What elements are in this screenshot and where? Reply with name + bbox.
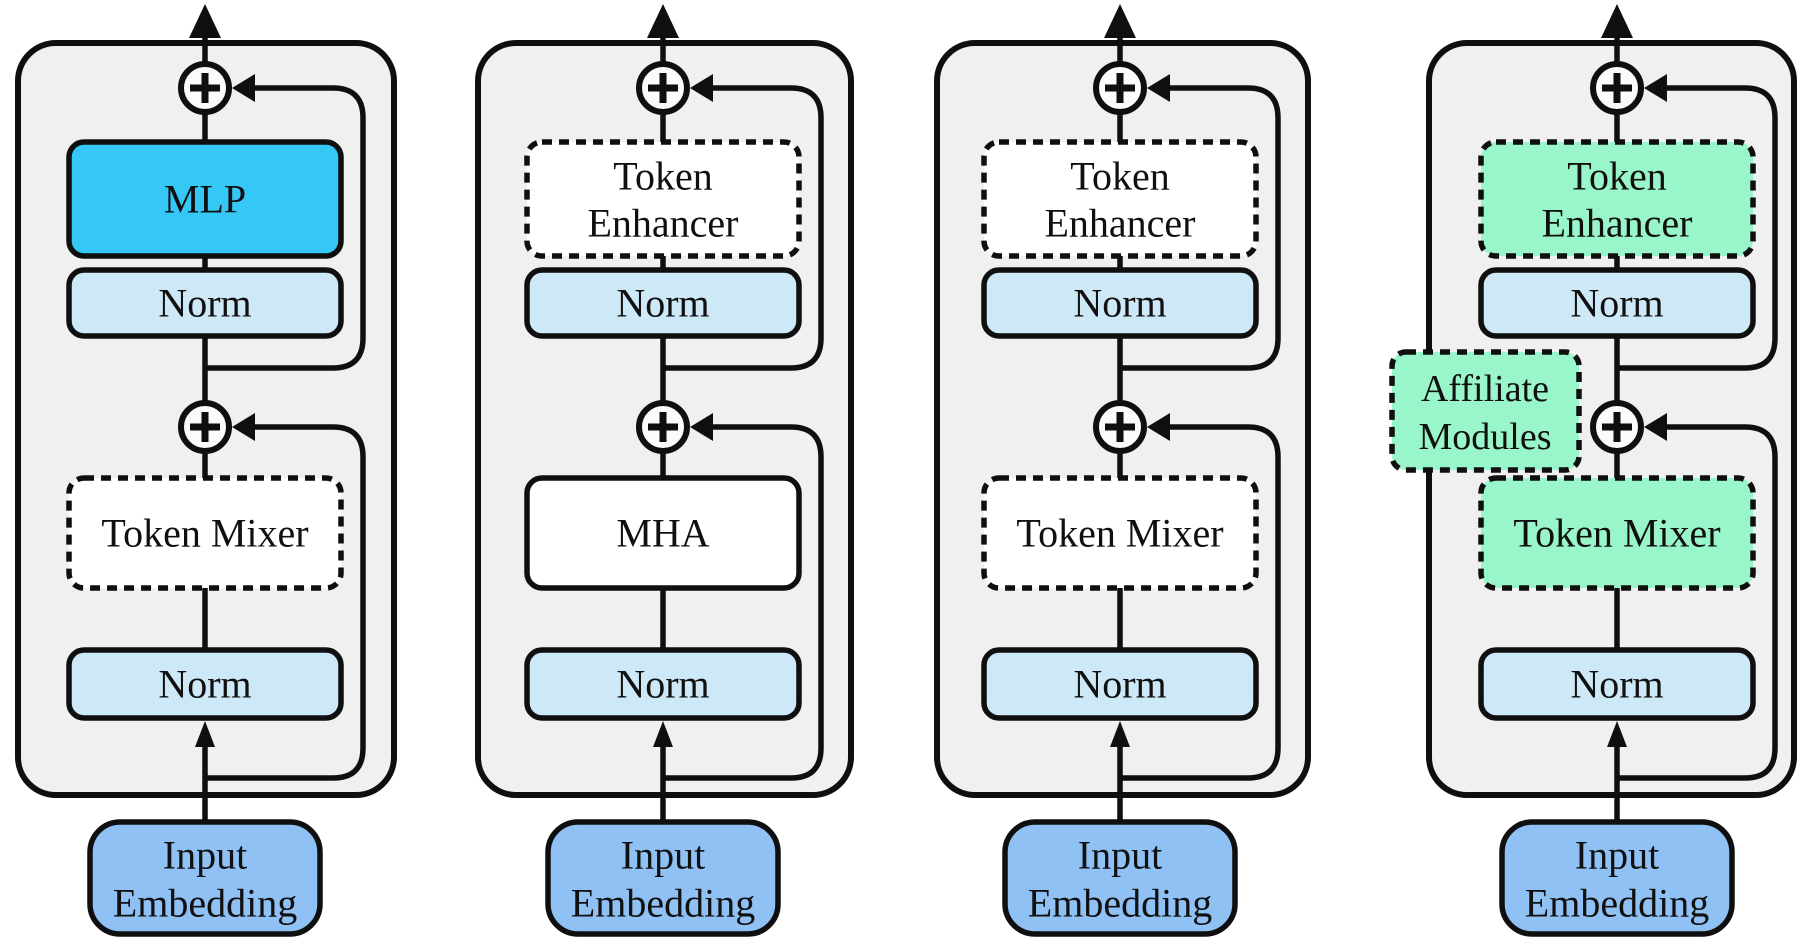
input-embedding-box [87, 819, 323, 937]
lower-skip-connection-line [663, 424, 824, 781]
block-column-1: MLP Norm Token Mixer Norm Input Embeddin… [15, 4, 397, 937]
token-enhancer-label: Token [1567, 154, 1666, 199]
input-embedding-label: Input [1575, 833, 1659, 878]
norm-box [66, 647, 344, 721]
input-embedding-box [1499, 819, 1735, 937]
output-arrowhead-icon [189, 4, 221, 38]
residual-add-icon [1590, 61, 1644, 115]
input-embedding-box [1002, 819, 1238, 937]
upper-skip-connection-line [205, 85, 366, 371]
upper-skip-arrowhead-icon [690, 74, 713, 102]
token-mixer-label: Token Mixer [1513, 511, 1720, 556]
block-column-4: Token Enhancer Norm Token Mixer Norm Inp… [1389, 4, 1797, 937]
lower-skip-arrowhead-icon [232, 413, 255, 441]
lower-skip-arrowhead-icon [1147, 413, 1170, 441]
input-arrowhead-icon [195, 721, 215, 747]
norm-label: Norm [1570, 281, 1663, 326]
output-arrowhead-icon [647, 4, 679, 38]
token-enhancer-label: Token [613, 154, 712, 199]
upper-skip-arrowhead-icon [1644, 74, 1667, 102]
lower-skip-arrowhead-icon [1644, 413, 1667, 441]
token-enhancer-box [981, 139, 1259, 259]
block-column-3: Token Enhancer Norm Token Mixer Norm Inp… [934, 4, 1311, 937]
mha-box [524, 475, 802, 591]
token-mixer-label: Token Mixer [101, 511, 308, 556]
norm-box [981, 647, 1259, 721]
mlp-box [66, 139, 344, 259]
token-mixer-box [66, 475, 344, 591]
lower-skip-arrowhead-icon [690, 413, 713, 441]
residual-add-icon [178, 400, 232, 454]
token-enhancer-label: Token [1070, 154, 1169, 199]
mlp-label: MLP [164, 177, 246, 222]
norm-label: Norm [1073, 281, 1166, 326]
mha-label: MHA [616, 511, 709, 556]
token-mixer-box [981, 475, 1259, 591]
norm-box [524, 647, 802, 721]
token-enhancer-label: Enhancer [587, 201, 738, 246]
lower-skip-connection-line [1617, 424, 1778, 781]
upper-skip-connection-line [663, 85, 824, 371]
affiliate-modules-label: Modules [1419, 416, 1552, 458]
affiliate-modules-label: Affiliate [1421, 368, 1549, 410]
norm-label: Norm [158, 281, 251, 326]
block-column-2: Token Enhancer Norm MHA Norm Input Embed… [475, 4, 854, 937]
residual-add-icon [1093, 61, 1147, 115]
token-enhancer-box [1478, 139, 1756, 259]
lower-skip-connection-line [1120, 424, 1281, 781]
norm-label: Norm [1073, 662, 1166, 707]
input-arrowhead-icon [1607, 721, 1627, 747]
norm-box [981, 267, 1259, 339]
residual-add-icon [178, 61, 232, 115]
norm-box [1478, 267, 1756, 339]
token-enhancer-label: Enhancer [1541, 201, 1692, 246]
upper-skip-arrowhead-icon [232, 74, 255, 102]
norm-box [66, 267, 344, 339]
input-embedding-label: Input [1078, 833, 1162, 878]
input-embedding-label: Embedding [1525, 881, 1709, 926]
input-embedding-label: Embedding [571, 881, 755, 926]
token-mixer-box [1478, 475, 1756, 591]
token-mixer-label: Token Mixer [1016, 511, 1223, 556]
norm-label: Norm [1570, 662, 1663, 707]
output-arrowhead-icon [1104, 4, 1136, 38]
residual-add-icon [636, 400, 690, 454]
input-embedding-label: Input [163, 833, 247, 878]
norm-label: Norm [158, 662, 251, 707]
input-embedding-label: Input [621, 833, 705, 878]
upper-skip-arrowhead-icon [1147, 74, 1170, 102]
input-arrowhead-icon [1110, 721, 1130, 747]
norm-box [524, 267, 802, 339]
norm-label: Norm [616, 662, 709, 707]
affiliate-modules-box [1389, 349, 1582, 473]
residual-add-icon [1093, 400, 1147, 454]
lower-skip-connection-line [205, 424, 366, 781]
input-embedding-box [545, 819, 781, 937]
token-enhancer-label: Enhancer [1044, 201, 1195, 246]
upper-skip-connection-line [1617, 85, 1778, 371]
input-arrowhead-icon [653, 721, 673, 747]
output-arrowhead-icon [1601, 4, 1633, 38]
input-embedding-label: Embedding [1028, 881, 1212, 926]
residual-add-icon [1590, 400, 1644, 454]
residual-add-icon [636, 61, 690, 115]
norm-label: Norm [616, 281, 709, 326]
token-enhancer-box [524, 139, 802, 259]
upper-skip-connection-line [1120, 85, 1281, 371]
input-embedding-label: Embedding [113, 881, 297, 926]
norm-box [1478, 647, 1756, 721]
